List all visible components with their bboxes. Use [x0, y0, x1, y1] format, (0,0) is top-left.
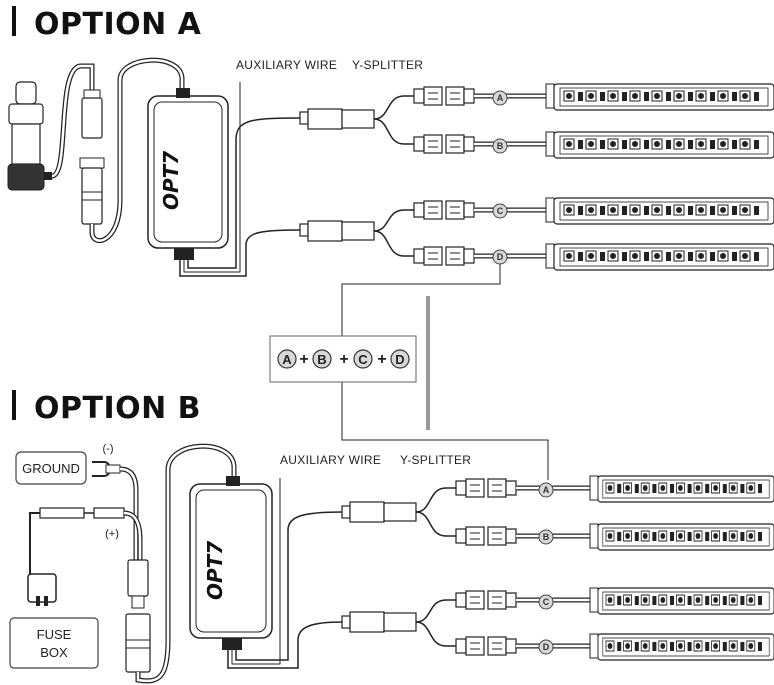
option-a-led-strip-a [553, 83, 774, 111]
option-b-title: OPTION B [34, 391, 201, 426]
svg-text:A: A [282, 352, 292, 367]
svg-text:B: B [543, 532, 550, 542]
option-a-led-strip-d [553, 243, 774, 271]
divider-bar [426, 296, 430, 430]
power-connector-icon [81, 167, 103, 225]
svg-text:A: A [543, 485, 550, 495]
svg-text:C: C [543, 597, 550, 607]
option-a-y-splitter-1 [341, 109, 375, 129]
combo-a-badge [277, 349, 297, 369]
option-a-title: OPTION A [34, 7, 202, 42]
option-b-connector-1 [349, 501, 385, 523]
svg-text:B: B [497, 141, 504, 151]
fuse-icon [27, 573, 57, 603]
option-a-output-a-badge [492, 90, 508, 106]
controller-logo: OPT7 [159, 151, 183, 210]
option-b-power-connector-icon [125, 613, 151, 673]
option-b-auxiliary-wire-label: AUXILIARY WIRE [280, 453, 381, 467]
option-a-section: OPTION A OPT7 AUXILIARY W [7, 6, 774, 277]
option-a-y-splitter-2 [341, 221, 375, 241]
option-b-output-a-badge [538, 482, 554, 498]
svg-text:A: A [497, 93, 504, 103]
svg-text:D: D [395, 352, 404, 367]
option-a-led-strip-c [553, 197, 774, 225]
negative-label: (-) [103, 443, 114, 455]
option-b-led-strip-b [597, 523, 774, 551]
svg-text:+: + [299, 351, 308, 368]
combo-b-badge [312, 349, 332, 369]
option-b-section: OPTION B GROUND (-) (+) FUSE BOX [9, 390, 774, 684]
option-b-output-d-badge [538, 639, 554, 655]
option-a-bar [12, 6, 16, 36]
combo-c-badge [353, 349, 373, 369]
option-a-auxiliary-wire-label: AUXILIARY WIRE [236, 58, 337, 72]
controller-box: OPT7 [147, 88, 229, 260]
svg-text:C: C [497, 206, 504, 216]
ground-label: GROUND [22, 461, 80, 476]
option-a-output-b-badge [492, 138, 508, 154]
combo-d-badge [390, 349, 410, 369]
option-a-led-strip-b [553, 131, 774, 159]
option-b-led-strip-d [597, 633, 774, 661]
positive-label: (+) [105, 528, 119, 540]
option-b-bar [12, 390, 16, 420]
option-a-connector-2 [307, 220, 343, 242]
option-a-connector-1 [307, 108, 343, 130]
option-a-y-splitter-label: Y-SPLITTER [352, 58, 423, 72]
fuse-box-label-line1: FUSE [37, 627, 72, 642]
svg-text:C: C [358, 352, 368, 367]
option-b-led-strip-a [597, 475, 774, 503]
option-b-y-splitter-2 [383, 612, 417, 632]
svg-text:+: + [339, 351, 348, 368]
option-b-output-b-badge [538, 529, 554, 545]
option-b-led-strip-c [597, 587, 774, 615]
option-b-y-splitter-1 [383, 502, 417, 522]
option-b-connector-2 [349, 611, 385, 633]
ground-box [15, 451, 87, 485]
combination-group: A + B + C + D [269, 264, 549, 480]
fuse-box [9, 617, 99, 669]
option-b-controller-box: OPT7 [189, 476, 273, 650]
option-b-y-splitter-label: Y-SPLITTER [400, 453, 471, 467]
option-b-controller-logo: OPT7 [203, 541, 227, 600]
fuse-box-label-line2: BOX [40, 645, 68, 660]
svg-text:D: D [497, 252, 504, 262]
svg-text:+: + [377, 351, 386, 368]
svg-text:D: D [543, 642, 550, 652]
option-b-output-c-badge [538, 594, 554, 610]
cigarette-plug-icon [7, 81, 52, 191]
svg-text:B: B [317, 352, 326, 367]
option-a-output-c-badge [492, 203, 508, 219]
